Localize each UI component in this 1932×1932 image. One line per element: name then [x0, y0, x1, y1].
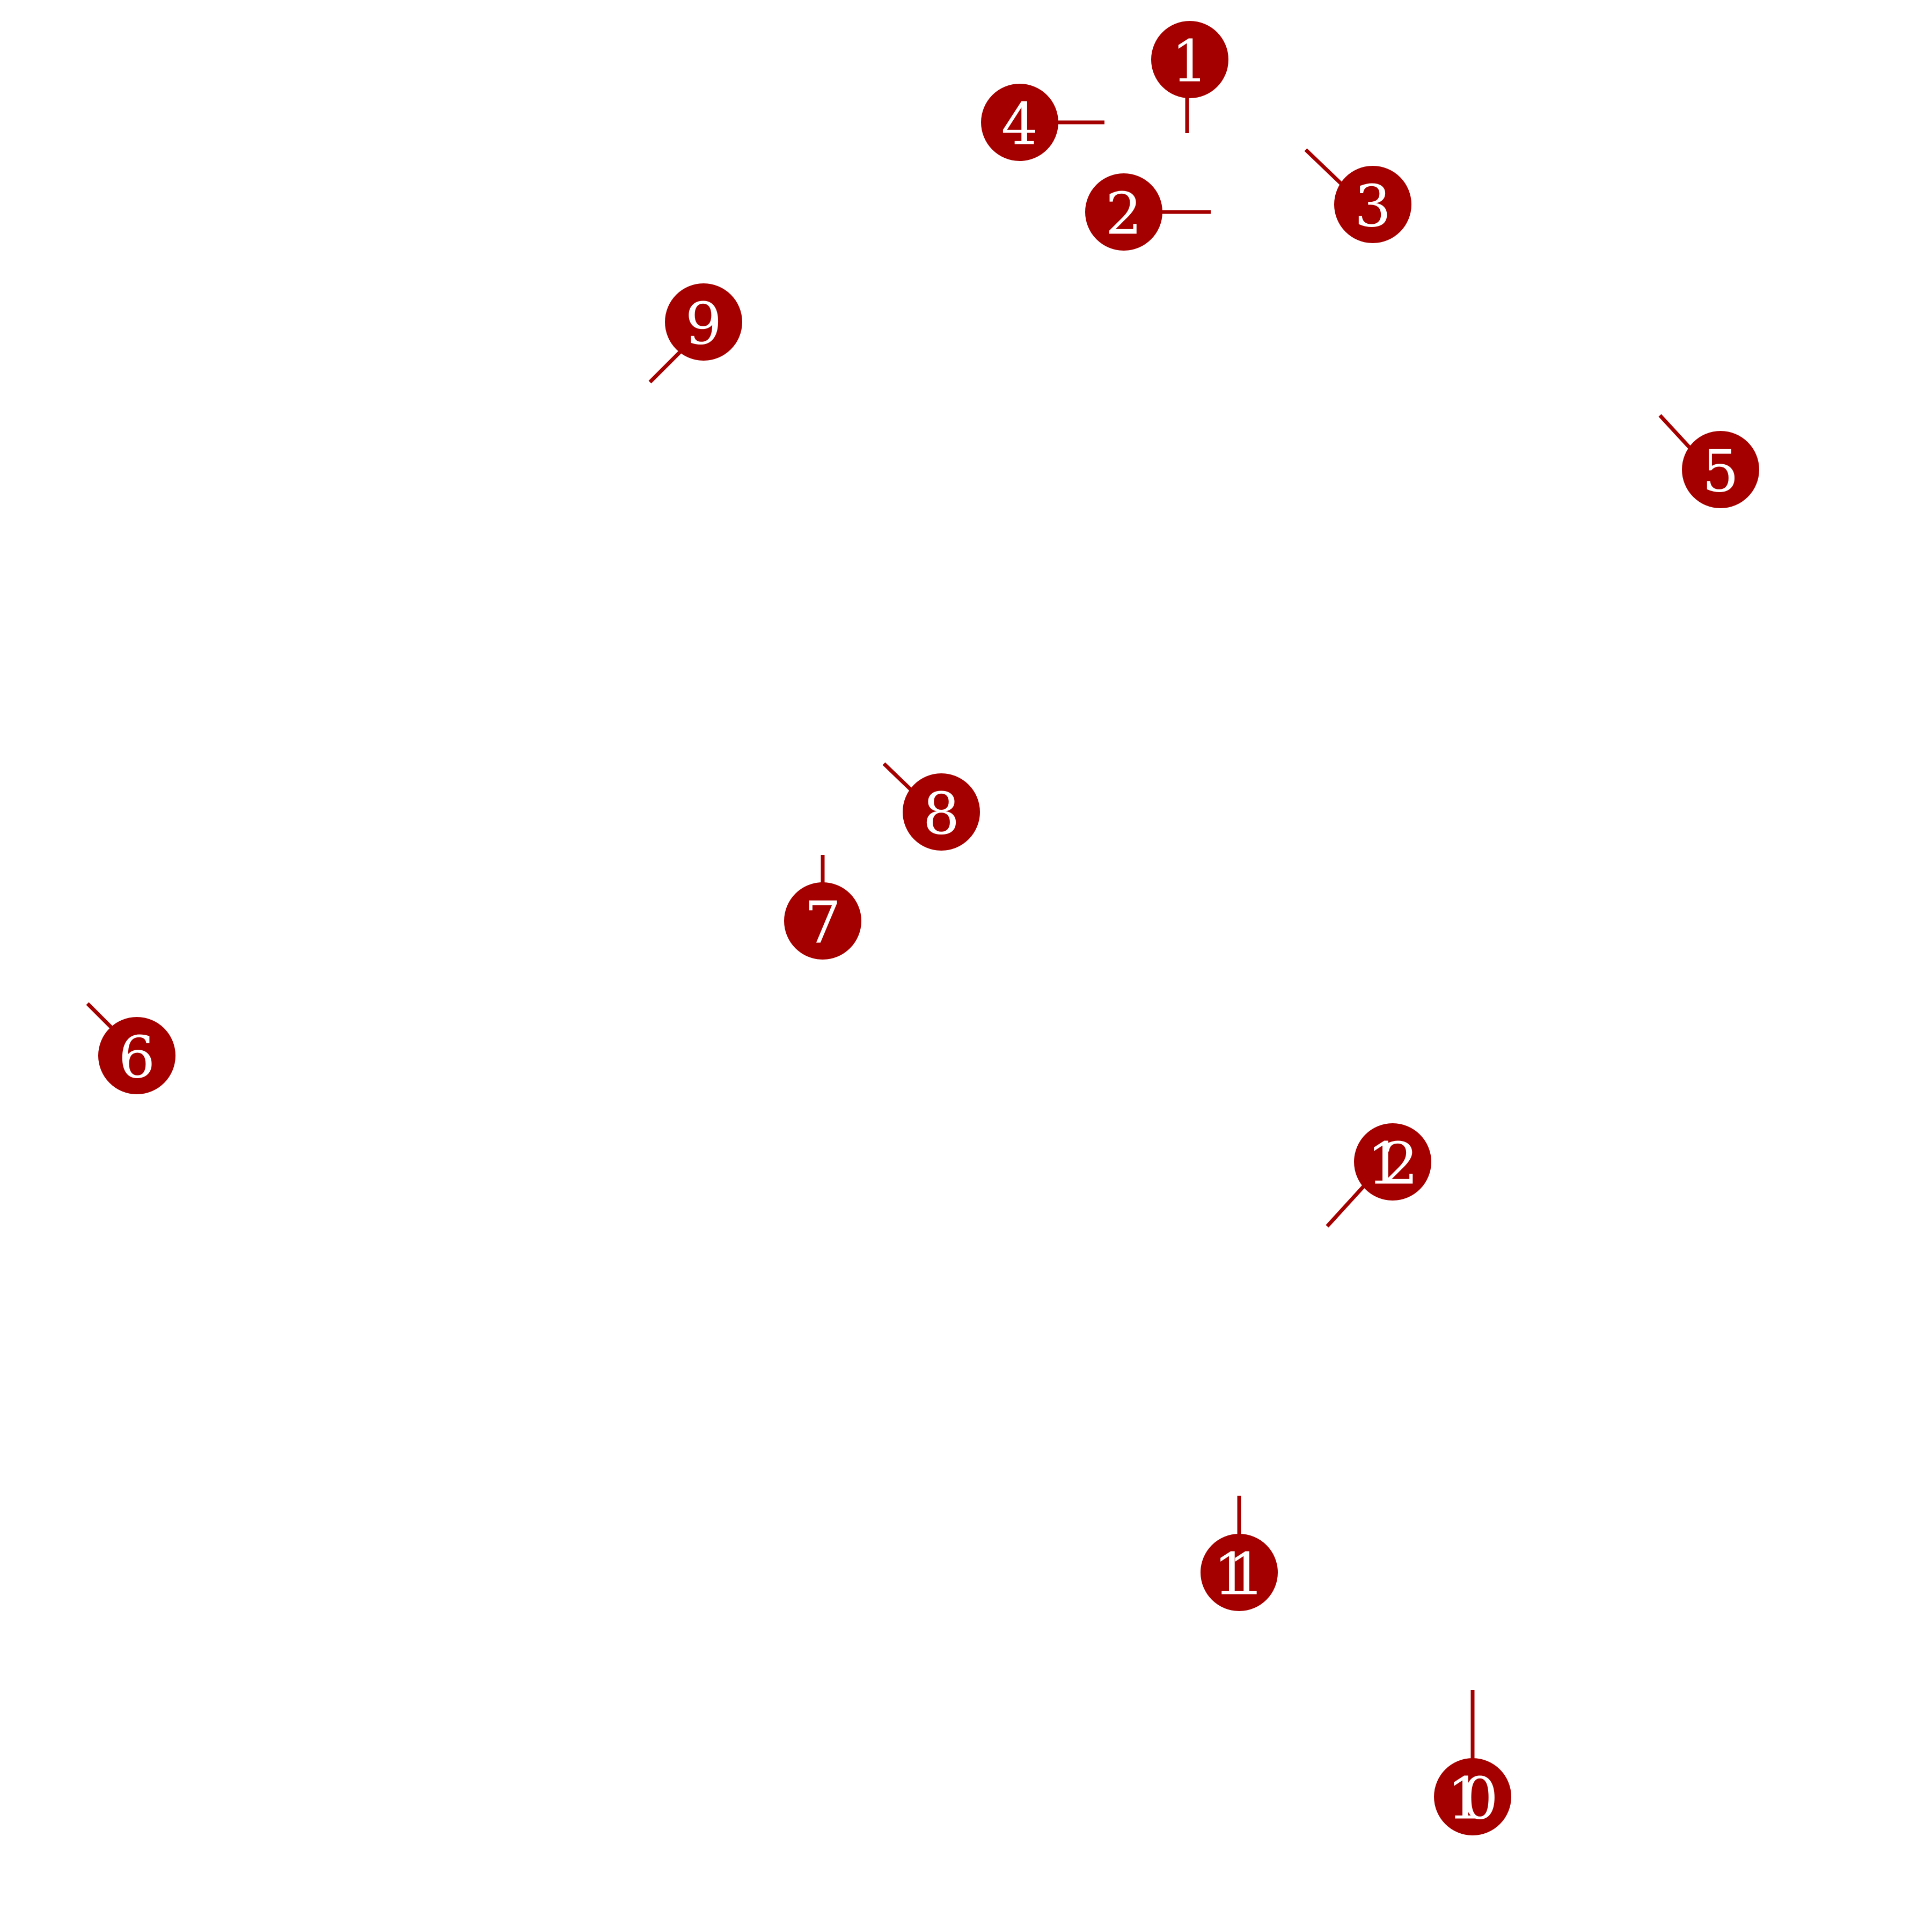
callout-number-11: 11	[1213, 1541, 1265, 1608]
callout-badge-10	[1434, 1758, 1511, 1835]
callout-number-12: 12	[1367, 1131, 1418, 1198]
callout-marker-3: 3	[1304, 148, 1411, 243]
callout-badge-9	[665, 283, 742, 361]
callout-leader-6	[86, 1002, 115, 1031]
callout-leader-3	[1304, 148, 1346, 188]
callout-number-9: 9	[685, 291, 722, 358]
callout-marker-1: 1	[1151, 21, 1228, 133]
callout-leader-12	[1326, 1182, 1368, 1228]
callout-badge-5	[1682, 431, 1759, 508]
callout-number-4: 4	[1001, 91, 1038, 158]
callout-number-1: 1	[1172, 28, 1209, 96]
callout-badge-1	[1151, 21, 1228, 98]
callout-leader-5	[1658, 414, 1694, 452]
callout-marker-9: 9	[648, 283, 742, 384]
callout-number-2: 2	[1106, 181, 1143, 248]
callout-leader-9	[648, 348, 684, 384]
callout-number-3: 3	[1355, 173, 1392, 240]
callout-number-6: 6	[119, 1024, 156, 1092]
callout-badge-4	[981, 84, 1058, 161]
callout-number-7: 7	[804, 890, 841, 957]
callout-badge-12	[1354, 1123, 1431, 1201]
callout-marker-4: 4	[981, 84, 1104, 161]
callout-badge-7	[784, 882, 861, 960]
callout-badge-6	[98, 1017, 175, 1094]
callout-number-8: 8	[923, 781, 960, 848]
callout-marker-10: 10	[1434, 1690, 1511, 1835]
callout-number-5: 5	[1702, 438, 1739, 506]
callout-marker-7: 7	[784, 855, 861, 960]
callout-marker-2: 2	[1085, 173, 1211, 251]
callout-marker-6: 6	[86, 1002, 175, 1094]
callout-badge-8	[903, 773, 980, 851]
callout-number-10: 10	[1447, 1766, 1498, 1833]
callout-marker-12: 12	[1326, 1123, 1431, 1228]
callout-marker-8: 8	[882, 762, 980, 851]
callout-marker-11: 11	[1201, 1496, 1278, 1611]
callout-badge-11	[1201, 1534, 1278, 1611]
callout-marker-5: 5	[1658, 414, 1759, 508]
callout-leader-8	[882, 762, 914, 793]
callout-badge-3	[1334, 166, 1411, 243]
callout-badge-2	[1085, 173, 1162, 251]
